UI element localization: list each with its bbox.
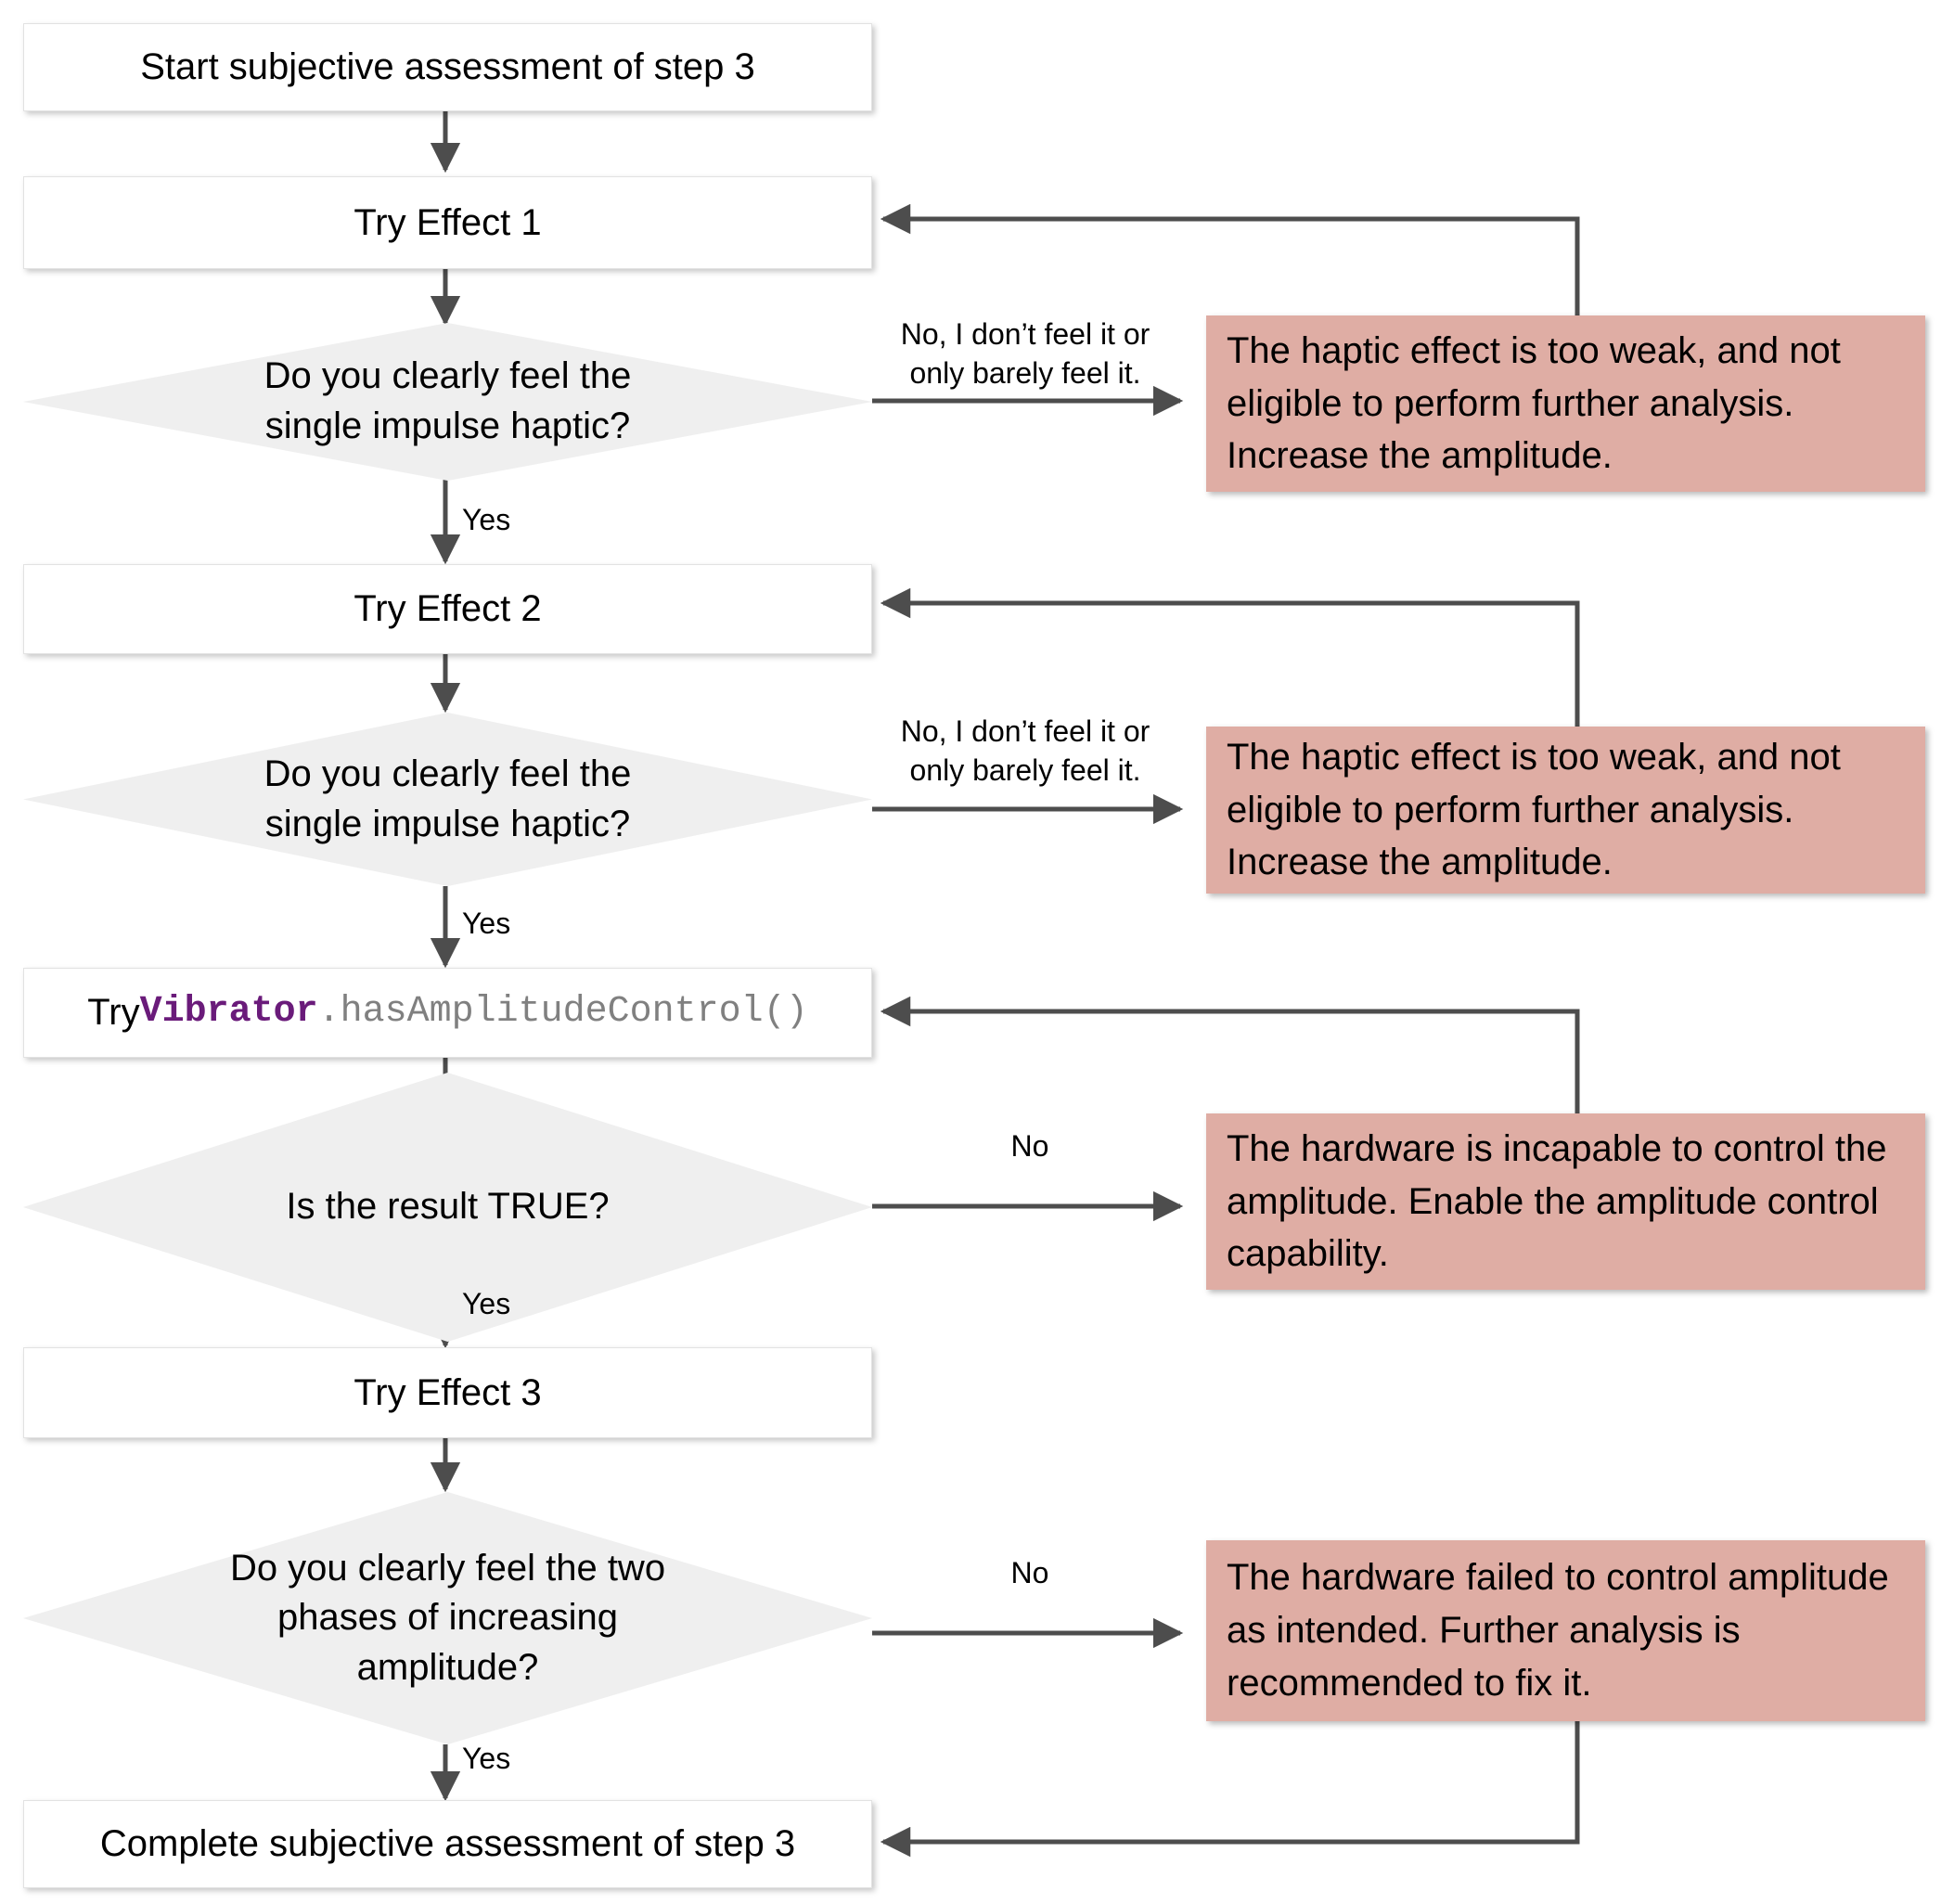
edge-note4-feedback — [880, 1721, 1580, 1858]
edge-label-yes-3: Yes — [462, 1287, 511, 1320]
node-try-effect-2[interactable]: Try Effect 2 — [23, 564, 872, 654]
decision-3-shape — [23, 1073, 872, 1342]
edge-note3-feedback — [880, 996, 1580, 1118]
code-class-token: Vibrator — [139, 991, 318, 1034]
edge-label-yes-2: Yes — [462, 907, 511, 940]
edge-label-yes-4: Yes — [462, 1742, 511, 1775]
node-try-effect-1[interactable]: Try Effect 1 — [23, 176, 872, 269]
node-complete[interactable]: Complete subjective assessment of step 3 — [23, 1800, 872, 1888]
node-start[interactable]: Start subjective assessment of step 3 — [23, 23, 872, 111]
edge-note2-feedback — [880, 587, 1580, 728]
note-2-text: The haptic effect is too weak, and not e… — [1227, 736, 1841, 883]
note-2: The haptic effect is too weak, and not e… — [1206, 727, 1925, 894]
edge-label-no-3: No — [1010, 1129, 1049, 1163]
node-decision-4[interactable]: Do you clearly feel the two phases of in… — [23, 1492, 872, 1744]
node-decision-1[interactable]: Do you clearly feel the single impulse h… — [23, 323, 872, 481]
edge-label-no-2: No, I don’t feel it or only barely feel … — [900, 714, 1150, 787]
node-complete-label: Complete subjective assessment of step 3 — [99, 1823, 796, 1865]
node-try-effect-3-label: Try Effect 3 — [353, 1371, 542, 1413]
node-try-effect-1-label: Try Effect 1 — [353, 201, 542, 243]
edge-note1-feedback — [880, 203, 1580, 315]
code-prefix: Try — [87, 992, 140, 1034]
edge-label-yes-1: Yes — [462, 503, 511, 536]
note-1: The haptic effect is too weak, and not e… — [1206, 315, 1925, 492]
node-try-has-amplitude-control[interactable]: Try Vibrator.hasAmplitudeControl() — [23, 968, 872, 1058]
node-decision-3[interactable]: Is the result TRUE? — [23, 1073, 872, 1342]
decision-2-shape — [23, 713, 872, 886]
node-try-effect-2-label: Try Effect 2 — [353, 588, 542, 630]
note-1-text: The haptic effect is too weak, and not e… — [1227, 329, 1841, 477]
code-method-token: .hasAmplitudeControl() — [317, 991, 808, 1034]
node-try-effect-3[interactable]: Try Effect 3 — [23, 1347, 872, 1438]
note-3: The hardware is incapable to control the… — [1206, 1113, 1925, 1290]
note-4-text: The hardware failed to control amplitude… — [1227, 1557, 1889, 1704]
decision-4-shape — [23, 1492, 872, 1744]
node-start-label: Start subjective assessment of step 3 — [140, 46, 755, 88]
edge-label-no-1: No, I don’t feel it or only barely feel … — [900, 317, 1150, 390]
edge-label-no-4: No — [1010, 1556, 1049, 1589]
node-decision-2[interactable]: Do you clearly feel the single impulse h… — [23, 713, 872, 886]
decision-1-shape — [23, 323, 872, 481]
note-4: The hardware failed to control amplitude… — [1206, 1540, 1925, 1721]
note-3-text: The hardware is incapable to control the… — [1227, 1127, 1887, 1275]
